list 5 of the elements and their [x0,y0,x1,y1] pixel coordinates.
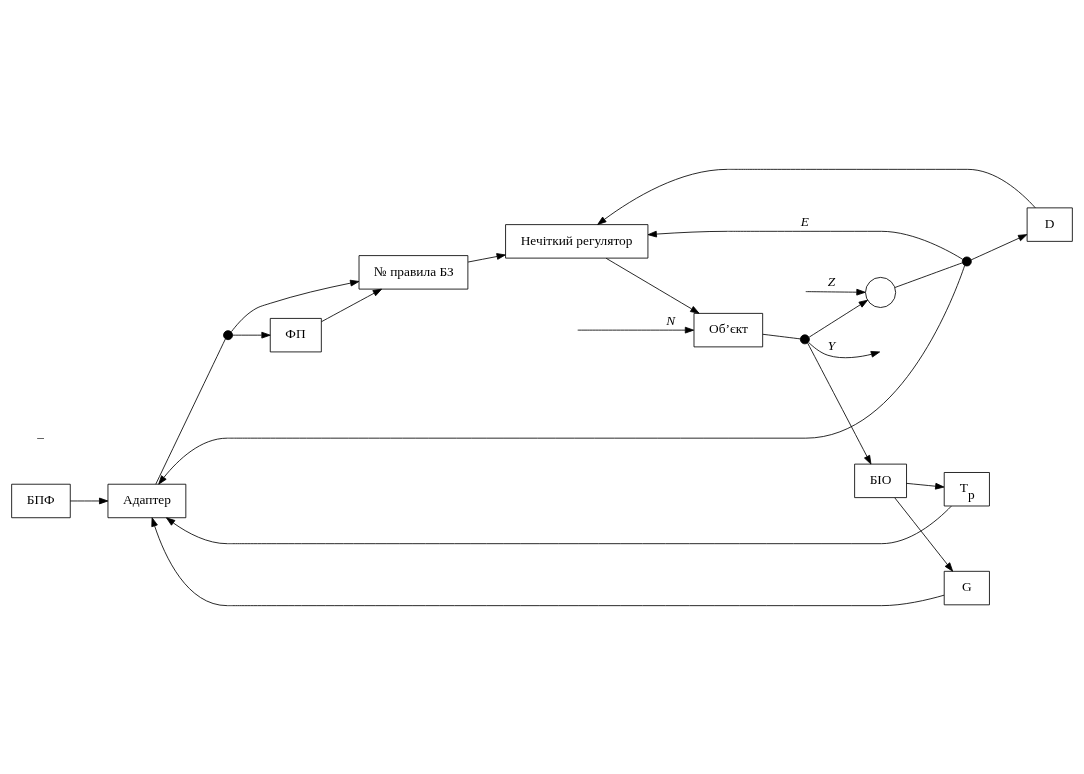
edge-label: N [666,312,676,328]
edge-label: E [800,213,809,229]
edge-label: Y [827,337,836,353]
label: – [37,428,44,444]
edge-label: Z [827,273,836,289]
